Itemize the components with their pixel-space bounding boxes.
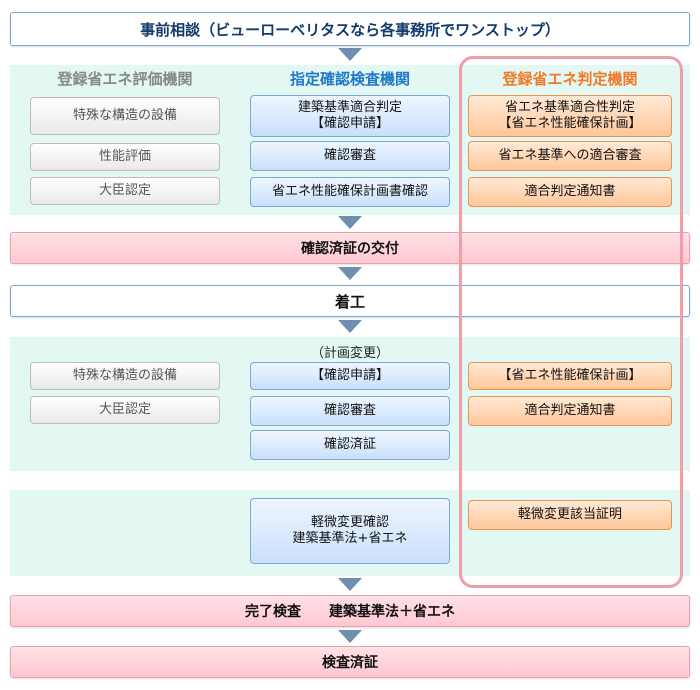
confirmation-certificate-box-2: 確認済証 [250,430,450,460]
energy-standard-review-box: 省エネ基準への適合審査 [468,141,672,171]
energy-plan-box-2: 【省エネ性能確保計画】 [468,362,672,390]
confirmation-review-box: 確認審査 [250,141,450,171]
left-column-header: 登録省エネ評価機関 [57,69,193,88]
confirmation-application-box-2: 【確認申請】 [250,362,450,390]
confirmation-certificate-bar: 確認済証の交付 [10,232,690,264]
minor-change-line1: 軽微変更確認 [310,515,389,530]
flow-arrow-2 [338,216,362,229]
pre-consultation-label: 事前相談（ビューローベリタスなら各事務所でワンストップ） [140,20,560,39]
plan-change-note: （計画変更） [310,345,389,361]
building-standard-judgment-line1: 建築基準適合判定 [297,100,402,115]
construction-start-bar: 着工 [10,285,690,317]
flow-arrow-6 [338,630,362,643]
energy-plan-check-box: 省エネ性能確保計画書確認 [250,177,450,207]
inspection-certificate-bar: 検査済証 [10,646,690,678]
energy-conformity-judgment-box: 省エネ基準適合性判定 【省エネ性能確保計画】 [468,95,672,137]
conformity-notice-box: 適合判定通知書 [468,177,672,207]
confirmation-review-box-2: 確認審査 [250,396,450,426]
special-structure-equipment-box: 特殊な構造の設備 [30,97,220,135]
energy-conformity-judgment-line1: 省エネ基準適合性判定 [504,100,635,115]
performance-evaluation-box: 性能評価 [30,143,220,171]
minister-certification-box: 大臣認定 [30,177,220,205]
flow-arrow-1 [338,48,362,61]
minister-certification-box-2: 大臣認定 [30,396,220,424]
building-standard-judgment-box: 建築基準適合判定 【確認申請】 [250,95,450,137]
minor-change-line2: 建築基準法+省エネ [292,531,408,546]
minor-change-confirmation-box: 軽微変更確認 建築基準法+省エネ [250,498,450,564]
pre-consultation-bar: 事前相談（ビューローベリタスなら各事務所でワンストップ） [10,12,690,46]
minor-change-certificate-box: 軽微変更該当証明 [468,500,672,530]
center-column-header: 指定確認検査機関 [289,69,410,88]
right-column-header: 登録省エネ判定機関 [502,69,638,88]
flow-arrow-5 [338,578,362,591]
special-structure-equipment-box-2: 特殊な構造の設備 [30,362,220,390]
flow-arrow-4 [338,320,362,333]
energy-conformity-judgment-line2: 【省エネ性能確保計画】 [498,116,642,131]
conformity-notice-box-2: 適合判定通知書 [468,396,672,426]
flow-arrow-3 [338,267,362,280]
completion-inspection-bar: 完了検査 建築基準法＋省エネ [10,595,690,627]
building-standard-judgment-line2: 【確認申請】 [310,116,389,131]
